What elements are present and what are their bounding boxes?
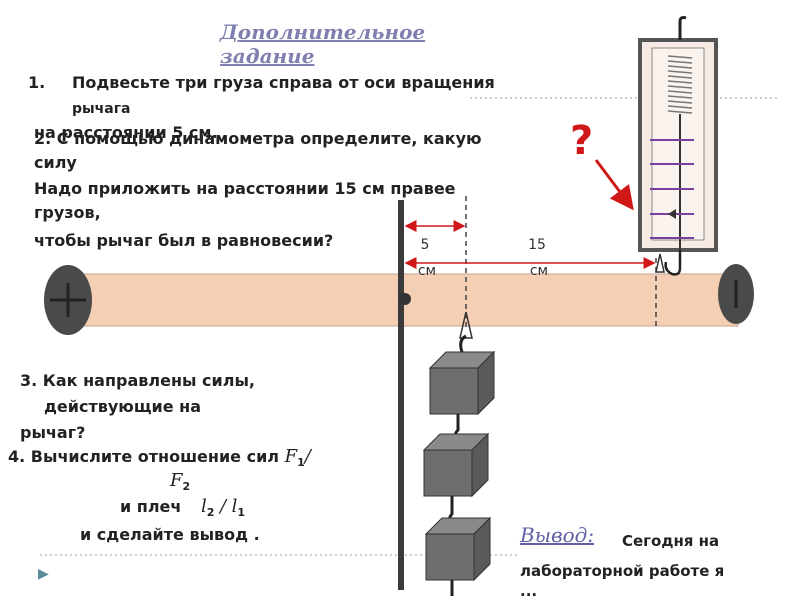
item1-line3: на расстоянии 5 см.	[34, 123, 218, 142]
vyvod-text-line3: ...	[520, 582, 538, 600]
item3-line2: действующие на	[44, 397, 202, 416]
weight-2	[422, 432, 490, 498]
question-arrow	[594, 159, 634, 211]
dist2-value: 15	[528, 237, 546, 253]
spring	[667, 55, 693, 114]
weight-3	[424, 516, 492, 582]
f1-slash: /	[304, 446, 311, 467]
item4-plech-text: и плеч	[120, 497, 182, 516]
item4-line3: и плеч l2 / l1	[120, 496, 245, 524]
l2-subscript: 2	[206, 506, 215, 519]
f1-symbol: F	[284, 446, 298, 467]
item2-line1: 2. С помощью динамометра определите, как…	[34, 129, 482, 148]
next-slide-arrow-icon[interactable]: ▶	[38, 566, 49, 582]
l-slash: /	[219, 496, 227, 517]
item1-line1: Подвесьте три груза справа от оси вращен…	[72, 73, 495, 92]
slide-title: Дополнительное задание	[220, 20, 426, 68]
dist1-value: 5	[420, 237, 430, 253]
item2-line3: Надо приложить на расстоянии 15 см праве…	[34, 179, 456, 198]
item1-line2: рычага	[72, 101, 131, 117]
l1-symbol: l	[231, 496, 238, 517]
l1-subscript: 1	[237, 506, 246, 519]
item4-text: 4. Вычислите отношение сил	[8, 447, 280, 466]
scale-marks	[650, 139, 694, 239]
item1-number: 1.	[28, 73, 46, 92]
pivot-axis	[399, 293, 411, 305]
item2-line5: чтобы рычаг был в равновесии?	[34, 231, 334, 250]
l2-symbol: l	[200, 496, 207, 517]
f2-symbol: F	[170, 470, 183, 491]
item2-line4: грузов,	[34, 203, 101, 222]
f1-subscript: 1	[297, 456, 305, 469]
stand-pole	[398, 200, 404, 590]
item3-line3: рычаг?	[20, 423, 86, 442]
weight-1	[428, 350, 496, 416]
item2-line2: силу	[34, 153, 77, 172]
item4-line1: 4. Вычислите отношение сил F1/	[8, 446, 311, 474]
vyvod-text-line1: Сегодня на	[622, 532, 720, 550]
dist2-unit: см	[529, 263, 549, 279]
dynamometer	[638, 16, 718, 276]
item4-f2: F2	[170, 470, 190, 498]
vyvod-text-line2: лабораторной работе я	[520, 562, 725, 580]
f2-subscript: 2	[182, 480, 191, 493]
item4-line4: и сделайте вывод .	[80, 525, 260, 544]
question-mark: ?	[570, 118, 594, 164]
dist1-unit: см	[417, 263, 437, 279]
weight-stack	[422, 311, 496, 596]
vyvod-label: Вывод:	[520, 523, 595, 547]
item3-line1: 3. Как направлены силы,	[20, 371, 255, 390]
